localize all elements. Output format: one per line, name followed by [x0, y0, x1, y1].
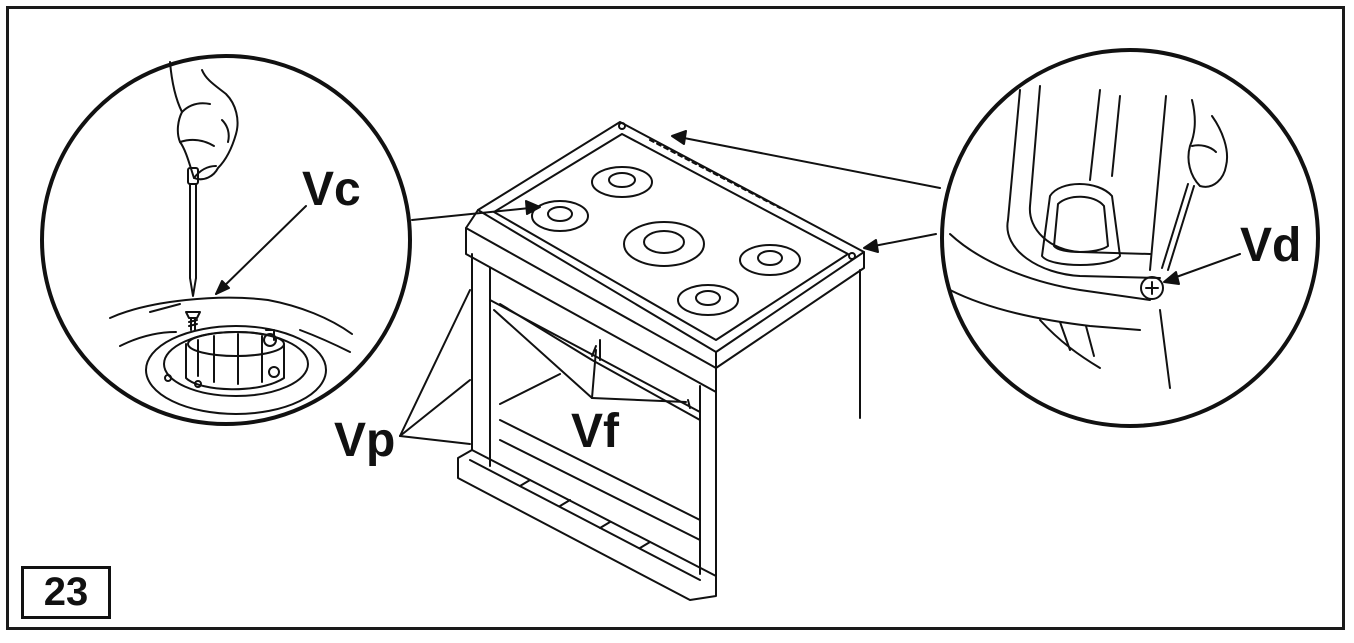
label-vc: Vc	[302, 163, 361, 216]
vf-leader-lines	[493, 309, 687, 403]
figure-number: 23	[21, 566, 111, 619]
screwdriver-icon	[1161, 183, 1195, 271]
figure-frame	[6, 6, 1345, 630]
screw-icon	[185, 311, 201, 331]
vd-leader-line	[1163, 253, 1241, 285]
label-vd: Vd	[1240, 219, 1302, 272]
left-detail-circle	[40, 54, 412, 426]
hand-icon	[1187, 99, 1228, 188]
arrow-left-to-burner	[411, 200, 541, 221]
hand-icon	[169, 61, 239, 181]
cooktop-icon	[457, 121, 865, 601]
arrow-right-to-top-corner	[671, 130, 941, 189]
screwdriver-icon	[187, 167, 199, 297]
burner-base-icon	[145, 325, 327, 415]
vc-leader-line	[215, 205, 307, 295]
label-vp: Vp	[334, 414, 396, 467]
label-vf: Vf	[571, 405, 619, 458]
right-detail-circle	[940, 48, 1320, 428]
arrow-right-to-side-corner	[863, 233, 937, 253]
vp-leader-lines	[399, 289, 471, 445]
